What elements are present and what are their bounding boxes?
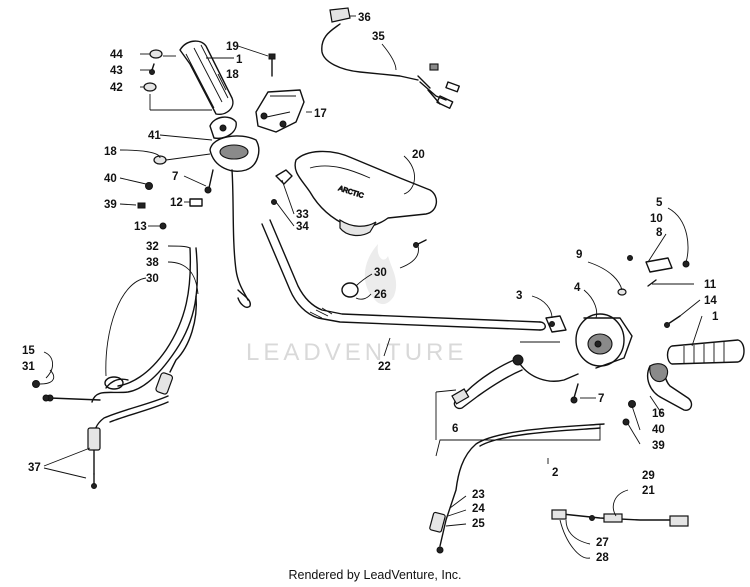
callout-20: 20 xyxy=(412,149,425,161)
throttle-clamp-17 xyxy=(255,89,305,133)
callout-15: 15 xyxy=(22,345,35,357)
brake-lever-6 xyxy=(451,354,524,410)
callout-6: 6 xyxy=(452,423,458,435)
callout-42: 42 xyxy=(110,82,123,94)
callout-22: 22 xyxy=(378,361,391,373)
watermark-text: LEADVENTURE xyxy=(246,339,467,366)
callout-27: 27 xyxy=(596,537,609,549)
callout-30-left: 30 xyxy=(146,273,159,285)
callout-17: 17 xyxy=(314,108,327,120)
bolt-14 xyxy=(664,315,681,328)
callout-44: 44 xyxy=(110,49,123,61)
callout-33: 33 xyxy=(296,209,309,221)
callout-36: 36 xyxy=(358,12,371,24)
callout-5: 5 xyxy=(656,197,663,209)
watermark: LEADVENTURE xyxy=(246,244,467,366)
ring-30 xyxy=(341,282,359,298)
washer-42 xyxy=(143,82,157,92)
callout-4: 4 xyxy=(574,282,581,294)
callout-13: 13 xyxy=(134,221,147,233)
callout-32: 32 xyxy=(146,241,159,253)
callout-39-right: 39 xyxy=(652,440,665,452)
callout-8: 8 xyxy=(656,227,663,239)
screw-11 xyxy=(647,279,657,287)
cable-2 xyxy=(439,423,605,547)
callout-28: 28 xyxy=(596,552,609,564)
callout-7-left: 7 xyxy=(172,171,178,183)
bolt-15 xyxy=(42,394,50,402)
throttle-housing-41 xyxy=(209,116,260,172)
callout-18-left: 18 xyxy=(104,146,117,158)
callout-34: 34 xyxy=(296,221,309,233)
brake-lever-3 xyxy=(545,315,567,333)
callout-41: 41 xyxy=(148,130,161,142)
screw-43 xyxy=(149,63,155,75)
callout-23: 23 xyxy=(472,489,485,501)
switch-36 xyxy=(329,7,351,23)
callout-39-left: 39 xyxy=(104,199,117,211)
clip-33 xyxy=(275,169,293,185)
callout-9: 9 xyxy=(576,249,582,261)
callout-24: 24 xyxy=(472,503,485,515)
throttle-cable xyxy=(231,169,249,301)
callout-3: 3 xyxy=(516,290,522,302)
callout-29: 29 xyxy=(642,470,655,482)
callout-1-right: 1 xyxy=(712,311,719,323)
bolt-39-left xyxy=(137,202,146,209)
callout-31: 31 xyxy=(22,361,35,373)
callout-labels: 44 43 42 19 1 18 17 41 18 7 40 12 39 13 … xyxy=(22,12,719,564)
left-grip xyxy=(179,40,234,115)
bolt-13 xyxy=(159,222,167,230)
callout-12: 12 xyxy=(170,197,183,209)
throttle-lever-16 xyxy=(646,363,693,411)
screw-26 xyxy=(413,239,427,248)
callout-16: 16 xyxy=(652,408,665,420)
screw-7-left xyxy=(204,169,214,194)
callout-37: 37 xyxy=(28,462,41,474)
nut-40-right xyxy=(628,400,636,408)
callout-2: 2 xyxy=(552,467,558,479)
callout-19: 19 xyxy=(226,41,239,53)
handlebar-22 xyxy=(261,219,546,331)
cable-assembly-left xyxy=(46,247,199,489)
leader-lines xyxy=(39,15,703,559)
callout-30-mid: 30 xyxy=(374,267,387,279)
svg-text:ARCTIC: ARCTIC xyxy=(337,185,364,200)
nut-31 xyxy=(32,380,40,388)
callout-26: 26 xyxy=(374,289,387,301)
callout-38: 38 xyxy=(146,257,159,269)
screw-34 xyxy=(271,199,277,205)
callout-40-left: 40 xyxy=(104,173,117,185)
callout-21: 21 xyxy=(642,485,655,497)
callout-7-right: 7 xyxy=(598,393,604,405)
screw-7-right xyxy=(570,383,579,404)
pin-12 xyxy=(189,198,203,207)
screw-19 xyxy=(268,53,276,77)
switch-assembly-8 xyxy=(627,255,690,273)
footer-credit: Rendered by LeadVenture, Inc. xyxy=(288,568,462,582)
cap-44 xyxy=(149,49,163,59)
callout-10: 10 xyxy=(650,213,663,225)
callout-1-left: 1 xyxy=(236,54,243,66)
cable-21 xyxy=(551,509,689,527)
callout-25: 25 xyxy=(472,518,485,530)
brake-housing-4 xyxy=(575,313,633,369)
nut-40-left xyxy=(145,182,153,190)
callout-11: 11 xyxy=(704,279,717,291)
wire-harness-35 xyxy=(321,23,419,81)
callout-18-top: 18 xyxy=(226,69,239,81)
right-grip xyxy=(666,339,745,365)
handlebar-pad-20: ARCTIC xyxy=(294,150,437,237)
callout-43: 43 xyxy=(110,65,123,77)
callout-40-right: 40 xyxy=(652,424,665,436)
callout-14: 14 xyxy=(704,295,717,307)
brake-cable-link xyxy=(519,363,579,382)
callout-35: 35 xyxy=(372,31,385,43)
watermark-flame-icon xyxy=(364,244,397,305)
bolt-39-right xyxy=(622,418,630,426)
